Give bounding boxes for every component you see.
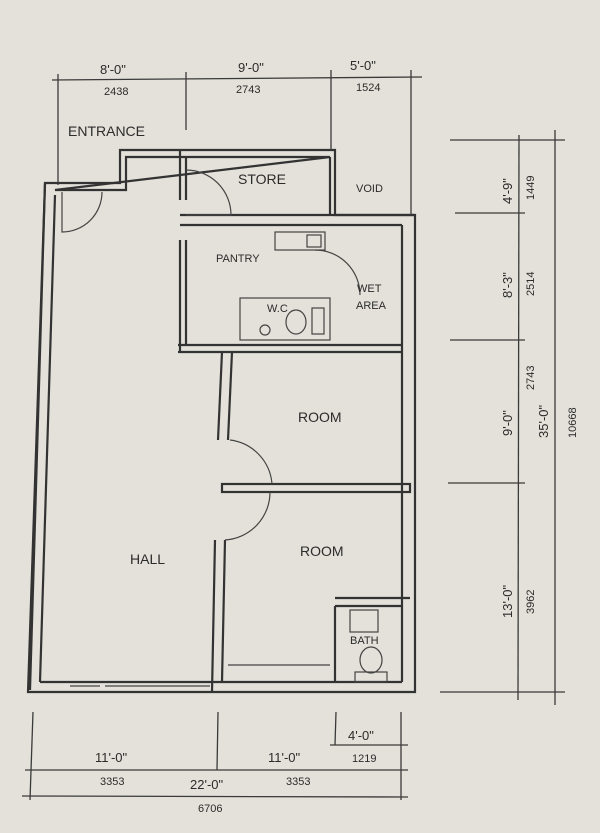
dim-right-4-imperial: 13'-0" xyxy=(500,584,515,618)
fixtures xyxy=(239,231,388,683)
dim-bottom-2-metric: 3353 xyxy=(286,776,310,788)
label-pantry: PANTRY xyxy=(216,253,260,265)
dim-right-2-imperial: 8'-3" xyxy=(500,272,515,298)
dim-bottom-total-metric: 6706 xyxy=(198,803,222,815)
dim-bottom-1-imperial: 11'-0" xyxy=(95,750,128,765)
label-wc: W.C xyxy=(267,303,288,315)
label-room-1: ROOM xyxy=(298,409,342,425)
room-labels: ENTRANCE STORE VOID PANTRY WET AREA W.C … xyxy=(68,123,387,647)
entrance-door xyxy=(61,191,103,233)
label-wet-area-1: WET xyxy=(357,283,382,295)
wc-cubicle xyxy=(239,297,331,341)
pantry-sink xyxy=(274,231,326,251)
label-wet-area-2: AREA xyxy=(356,300,387,312)
label-store: STORE xyxy=(238,171,286,187)
bottom-dimensions: 11'-0" 3353 11'-0" 3353 4'-0" 1219 22'-0… xyxy=(21,711,409,815)
walls xyxy=(26,148,417,694)
room-2-door xyxy=(224,491,271,541)
dim-right-3-metric: 2743 xyxy=(525,366,537,390)
floor-trap-icon xyxy=(259,324,271,336)
top-dimensions: 8'-0" 2438 9'-0" 2743 5'-0" 1524 xyxy=(51,58,423,215)
dim-right-total-metric: 10668 xyxy=(567,407,579,438)
dim-right-2-metric: 2514 xyxy=(525,272,537,296)
dim-bath-metric: 1219 xyxy=(352,753,376,765)
label-hall: HALL xyxy=(130,551,165,567)
bath-basin-icon xyxy=(349,609,379,633)
dim-top-1-imperial: 8'-0" xyxy=(100,62,126,77)
bath-toilet-icon xyxy=(359,646,383,674)
dim-bath-imperial: 4'-0" xyxy=(348,728,374,743)
label-void: VOID xyxy=(356,183,383,195)
dim-top-2-imperial: 9'-0" xyxy=(238,60,264,75)
wet-area-door xyxy=(314,249,361,296)
dim-bottom-total-imperial: 22'-0" xyxy=(190,777,224,792)
dim-top-1-metric: 2438 xyxy=(104,86,128,98)
dim-right-total-imperial: 35'-0" xyxy=(536,404,551,438)
label-entrance: ENTRANCE xyxy=(68,123,145,139)
dim-right-4-metric: 3962 xyxy=(525,590,537,614)
dim-top-3-metric: 1524 xyxy=(356,82,380,94)
label-bath: BATH xyxy=(350,635,379,647)
dim-right-3-imperial: 9'-0" xyxy=(500,410,515,436)
dim-top-3-imperial: 5'-0" xyxy=(350,58,376,73)
right-dimensions: 4'-9" 1449 8'-3" 2514 9'-0" 2743 13'-0" … xyxy=(440,130,579,705)
dim-right-1-imperial: 4'-9" xyxy=(500,178,515,204)
dim-top-2-metric: 2743 xyxy=(236,84,260,96)
store-door xyxy=(185,169,232,216)
dim-right-1-metric: 1449 xyxy=(525,176,537,200)
wc-toilet-icon xyxy=(285,309,307,335)
dim-bottom-2-imperial: 11'-0" xyxy=(268,750,301,765)
label-room-2: ROOM xyxy=(300,543,344,559)
room-1-door xyxy=(229,439,273,485)
doors xyxy=(61,169,361,541)
dim-bottom-1-metric: 3353 xyxy=(100,776,124,788)
